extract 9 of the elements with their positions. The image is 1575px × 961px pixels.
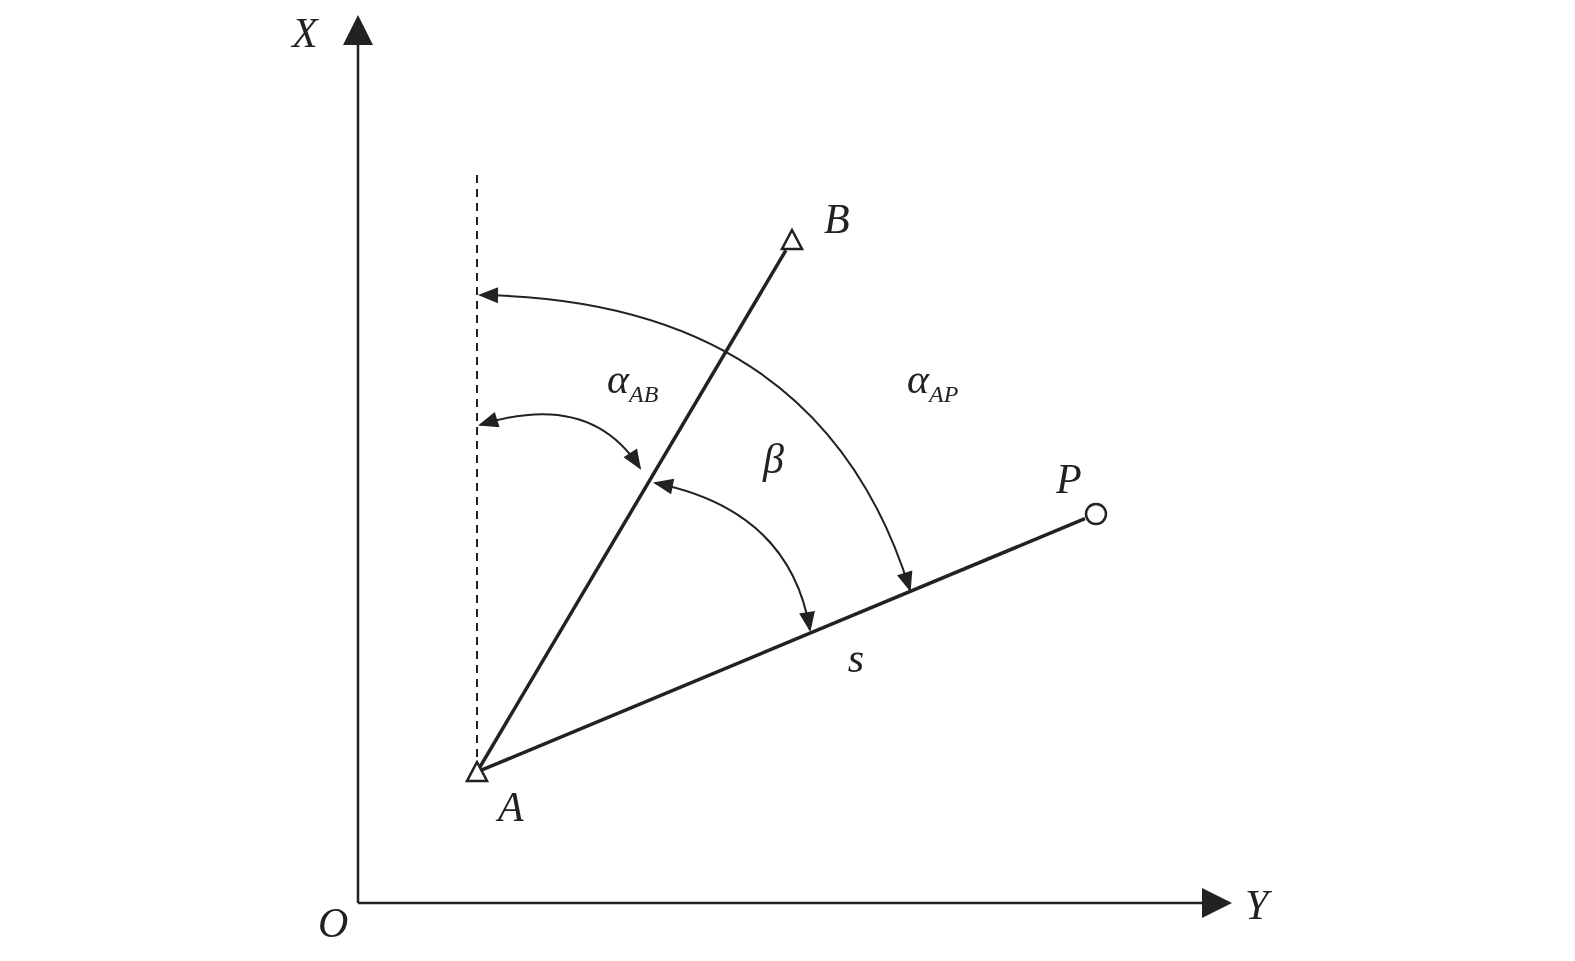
angle-label: β [763, 438, 784, 480]
point-label: B [824, 198, 850, 240]
angle-label: α$_{AP}$ [907, 358, 959, 407]
axis-label: X [292, 12, 318, 54]
line-segment [480, 517, 1086, 773]
point-label: P [1056, 458, 1082, 500]
origin-label: O [318, 902, 349, 944]
angle-label: α$_{AB}$ [607, 358, 659, 407]
line-segment [477, 249, 788, 770]
